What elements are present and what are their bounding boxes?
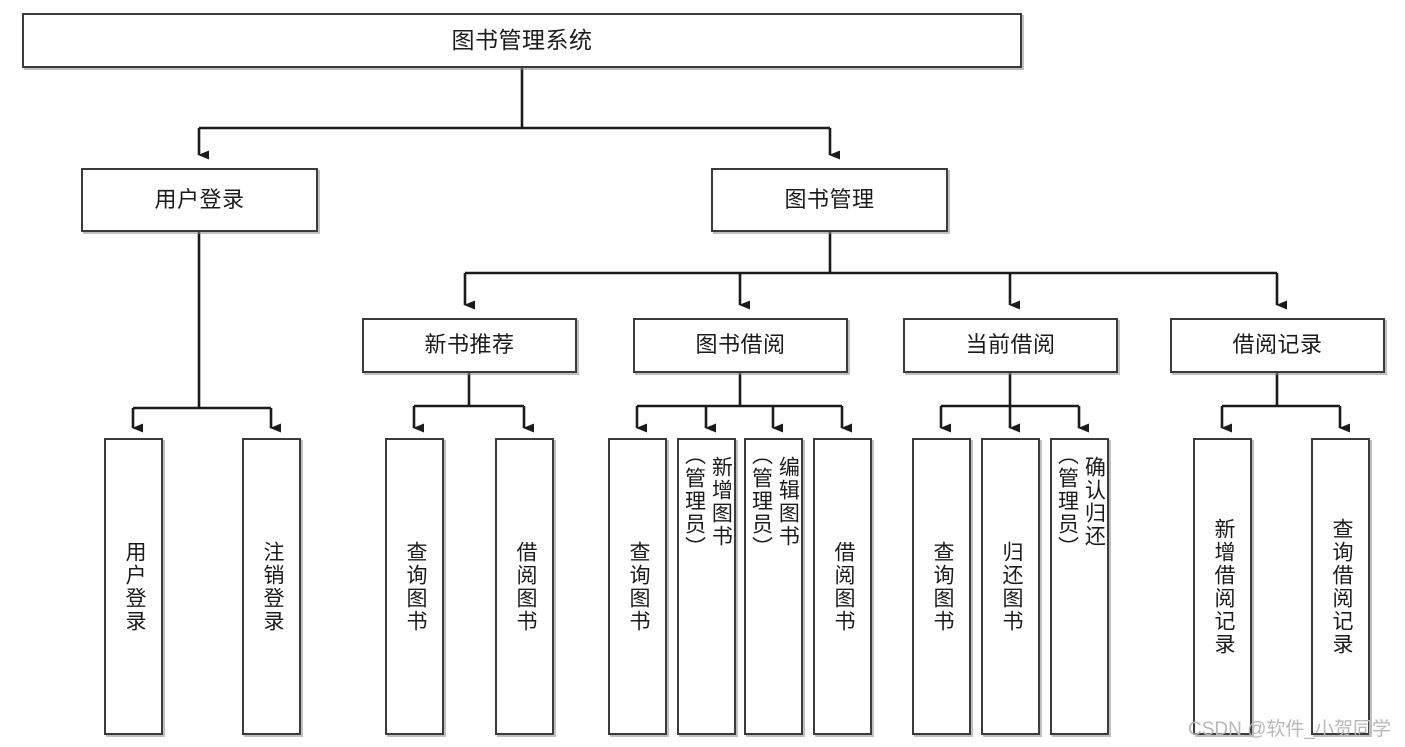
node-label: 用户登录 xyxy=(122,540,146,633)
leaf-new-book-query[interactable]: 查询图书 xyxy=(385,438,444,735)
node-label: 新增图书 （管理员） xyxy=(682,444,733,559)
node-label: 图书借阅 xyxy=(695,332,786,358)
node-label: 借阅记录 xyxy=(1232,332,1323,358)
node-label: 新增借阅记录 xyxy=(1211,517,1235,656)
node-book-borrow[interactable]: 图书借阅 xyxy=(633,318,848,373)
leaf-borrow-record-query[interactable]: 查询借阅记录 xyxy=(1311,438,1370,735)
leaf-user-login-login[interactable]: 用户登录 xyxy=(104,438,163,735)
node-label: 用户登录 xyxy=(154,186,245,212)
node-label: 查询图书 xyxy=(403,540,427,633)
leaf-book-borrow-add[interactable]: 新增图书 （管理员） xyxy=(677,438,736,735)
node-label: 编辑图书 （管理员） xyxy=(749,444,800,559)
node-borrow-record[interactable]: 借阅记录 xyxy=(1170,318,1385,373)
node-label: 图书管理系统 xyxy=(451,26,593,53)
node-label: 借阅图书 xyxy=(513,540,537,633)
node-label: 查询图书 xyxy=(930,540,954,633)
node-book-management[interactable]: 图书管理 xyxy=(711,168,948,232)
node-root-system[interactable]: 图书管理系统 xyxy=(22,13,1022,68)
leaf-current-borrow-confirm-return[interactable]: 确认归还 （管理员） xyxy=(1050,438,1109,735)
leaf-new-book-borrow[interactable]: 借阅图书 xyxy=(495,438,554,735)
watermark-text: CSDN @软件_小贺同学 xyxy=(1188,719,1391,740)
node-label: 查询图书 xyxy=(626,540,650,633)
leaf-book-borrow-borrow[interactable]: 借阅图书 xyxy=(813,438,872,735)
leaf-borrow-record-add[interactable]: 新增借阅记录 xyxy=(1193,438,1252,735)
node-label: 借阅图书 xyxy=(831,540,855,633)
node-label: 归还图书 xyxy=(999,540,1023,633)
node-label: 确认归还 （管理员） xyxy=(1055,444,1106,559)
node-label: 当前借阅 xyxy=(965,332,1056,358)
leaf-book-borrow-edit[interactable]: 编辑图书 （管理员） xyxy=(744,438,803,735)
leaf-current-borrow-return[interactable]: 归还图书 xyxy=(981,438,1040,735)
node-label: 注销登录 xyxy=(260,540,284,633)
node-current-borrow[interactable]: 当前借阅 xyxy=(903,318,1118,373)
leaf-current-borrow-query[interactable]: 查询图书 xyxy=(912,438,971,735)
node-label: 查询借阅记录 xyxy=(1329,517,1353,656)
node-label: 新书推荐 xyxy=(424,332,515,358)
node-user-login[interactable]: 用户登录 xyxy=(81,168,318,232)
node-new-book-recommend[interactable]: 新书推荐 xyxy=(362,318,577,373)
leaf-user-login-logout[interactable]: 注销登录 xyxy=(242,438,301,735)
leaf-book-borrow-query[interactable]: 查询图书 xyxy=(608,438,667,735)
node-label: 图书管理 xyxy=(784,186,875,212)
